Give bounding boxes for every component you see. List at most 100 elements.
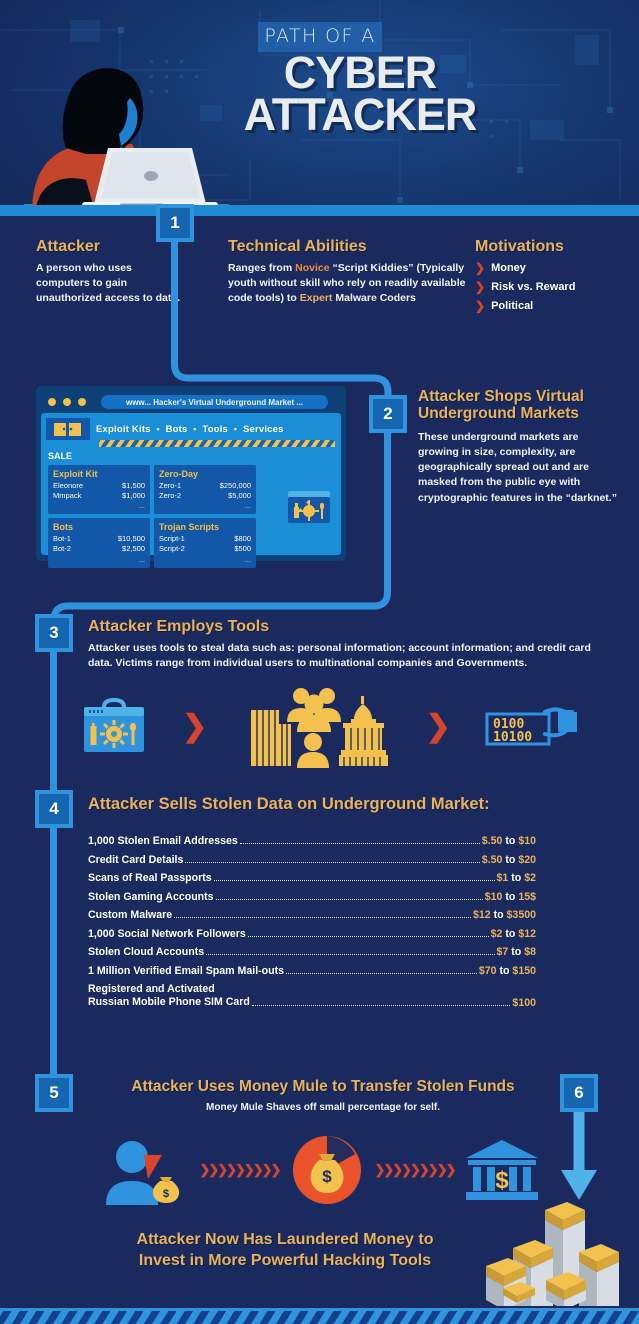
window-dot-icon[interactable] <box>78 398 86 406</box>
money-mule-icon: $ <box>292 1136 361 1204</box>
attacker-heading: Attacker <box>36 238 101 255</box>
footer-conclusion: Attacker Now Has Laundered Money to Inve… <box>70 1230 500 1272</box>
market-tab-tools[interactable]: Tools <box>202 423 229 435</box>
hero-title-line1: CYBER <box>283 47 438 98</box>
victim-person-icon: $ <box>106 1141 180 1205</box>
price-name-line2: Russian Mobile Phone SIM Card <box>88 996 250 1009</box>
listing-item-price: $5,000 <box>228 491 251 501</box>
binary-line-2: 10100 <box>493 730 532 745</box>
listing-item-price: $2,500 <box>122 544 145 554</box>
abilities-novice: Novice <box>295 262 330 274</box>
chevron-right-icon: ❯ <box>475 280 486 294</box>
listing-card[interactable]: Exploit Kit Eleonore $1,500 Mmpack $1,00… <box>48 465 150 515</box>
hero-kicker: PATH OF A <box>264 25 376 47</box>
price-row: Custom Malware $12 to $3500 <box>88 909 536 921</box>
step-badge-6[interactable]: 6 <box>560 1074 598 1112</box>
bank-dollar-symbol: $ <box>495 1167 509 1194</box>
motivation-item: ❯ Money <box>475 261 625 275</box>
price-row: Stolen Cloud Accounts $7 to $8 <box>88 946 536 958</box>
price-name: 1 Million Verified Email Spam Mail-outs <box>88 964 285 977</box>
section-5-heading: Attacker Uses Money Mule to Transfer Sto… <box>131 1078 515 1095</box>
price-to: to <box>502 890 519 903</box>
hero-section: PATH OF A CYBER ATTACKER <box>0 0 639 216</box>
price-name-multiline: Registered and Activated Russian Mobile … <box>88 983 250 1009</box>
listing-title: Exploit Kit <box>53 469 98 479</box>
price-low: $2 <box>490 927 503 940</box>
window-dot-icon[interactable] <box>48 398 56 406</box>
step-badge-2[interactable]: 2 <box>369 395 407 433</box>
motivation-item: ❯ Risk vs. Reward <box>475 280 625 294</box>
step-badge-4[interactable]: 4 <box>35 790 73 828</box>
section-5-subheading: Money Mule Shaves off small percentage f… <box>206 1102 440 1113</box>
price-high: $3500 <box>506 909 536 921</box>
step-badge-5[interactable]: 5 <box>35 1074 73 1112</box>
hazard-stripe-divider <box>99 440 335 447</box>
price-row: Scans of Real Passports $1 to $2 <box>88 872 536 884</box>
market-tab-bots[interactable]: Bots <box>165 423 188 435</box>
motivation-label: Political <box>491 300 534 312</box>
price-value: $10 to 15$ <box>485 891 536 903</box>
toolbox-icon <box>288 484 330 523</box>
url-bar[interactable]: www... Hacker's Virtual Underground Mark… <box>101 395 328 409</box>
listing-item-price: $1,000 <box>122 491 145 501</box>
price-name-line1: Registered and Activated <box>88 983 215 995</box>
price-low: $10 <box>484 890 503 903</box>
flow-arrows-left: ❯❯❯❯❯❯❯❯❯ <box>199 1162 281 1177</box>
listing-card[interactable]: Zero-Day Zero-1 $250,000 Zero-2 $5,000 .… <box>154 465 256 515</box>
abilities-heading: Technical Abilities <box>228 238 367 255</box>
browser-titlebar: www... Hacker's Virtual Underground Mark… <box>41 391 341 413</box>
listing-row: Script-1 $800 <box>159 534 251 544</box>
step-badge-1[interactable]: 1 <box>156 204 194 242</box>
svg-text:$: $ <box>322 1167 332 1186</box>
tab-separator: • <box>153 423 163 435</box>
price-value: $12 to $3500 <box>473 909 536 921</box>
price-high: $150 <box>512 964 536 977</box>
footer-stripe <box>0 1308 639 1324</box>
window-dot-icon[interactable] <box>63 398 71 406</box>
motivations-column: Motivations ❯ Money ❯ Risk vs. Reward ❯ … <box>475 238 625 318</box>
abilities-column: Technical Abilities Ranges from Novice “… <box>228 238 473 307</box>
price-high: $12 <box>518 927 536 940</box>
hero-title: CYBER ATTACKER <box>160 47 560 137</box>
listing-card[interactable]: Bots Bot-1 $10,500 Bot-2 $2,500 ... <box>48 518 150 568</box>
listing-item-price: $500 <box>234 544 251 554</box>
price-row: 1 Million Verified Email Spam Mail-outs … <box>88 965 536 977</box>
abilities-expert: Expert <box>299 292 333 305</box>
step-badge-3[interactable]: 3 <box>35 614 73 652</box>
price-to: to <box>502 927 519 940</box>
market-tabs[interactable]: Exploit Kits • Bots • Tools • Services <box>96 424 284 435</box>
listing-row: Bot-2 $2,500 <box>53 544 145 554</box>
price-low: $.50 <box>481 835 503 847</box>
attacker-body: A person who uses computers to gain unau… <box>36 262 181 305</box>
section-3-text: Attacker Employs Tools Attacker uses too… <box>88 618 598 671</box>
price-list: 1,000 Stolen Email Addresses $.50 to $10… <box>88 835 536 1016</box>
abilities-body: Ranges from Novice “Script Kiddies” (Typ… <box>228 261 473 307</box>
price-to: to <box>508 872 525 884</box>
price-name: Scans of Real Passports <box>88 872 212 884</box>
price-value: $1 to $2 <box>497 872 536 884</box>
chevron-right-icon: ❯ <box>182 709 208 743</box>
connector-1-to-2 <box>171 330 392 420</box>
listing-item-name: Bot-1 <box>53 534 71 544</box>
leader-dots <box>185 861 480 863</box>
market-tab-services[interactable]: Services <box>242 423 284 435</box>
price-value: $70 to $150 <box>479 965 536 977</box>
listing-row: Eleonore $1,500 <box>53 481 145 491</box>
listing-more: ... <box>138 501 145 511</box>
listing-item-price: $10,500 <box>117 534 145 544</box>
abilities-pre: Ranges from <box>228 262 296 274</box>
browser-window[interactable]: www... Hacker's Virtual Underground Mark… <box>36 386 346 568</box>
market-tab-exploit-kits[interactable]: Exploit Kits <box>96 423 151 435</box>
price-low: $12 <box>472 909 491 921</box>
money-stacks-icon <box>486 1202 619 1306</box>
leader-dots <box>286 972 477 974</box>
price-value: $7 to $8 <box>497 946 536 958</box>
listing-card[interactable]: Trojan Scripts Script-1 $800 Script-2 $5… <box>154 518 256 568</box>
price-name: Stolen Gaming Accounts <box>88 890 214 903</box>
price-row: 1,000 Stolen Email Addresses $.50 to $10 <box>88 835 536 847</box>
tab-separator: • <box>230 423 241 435</box>
hacker-illustration <box>24 68 229 216</box>
price-high: $20 <box>518 853 536 866</box>
section-2-text: Attacker Shops Virtual Underground Marke… <box>418 388 618 506</box>
